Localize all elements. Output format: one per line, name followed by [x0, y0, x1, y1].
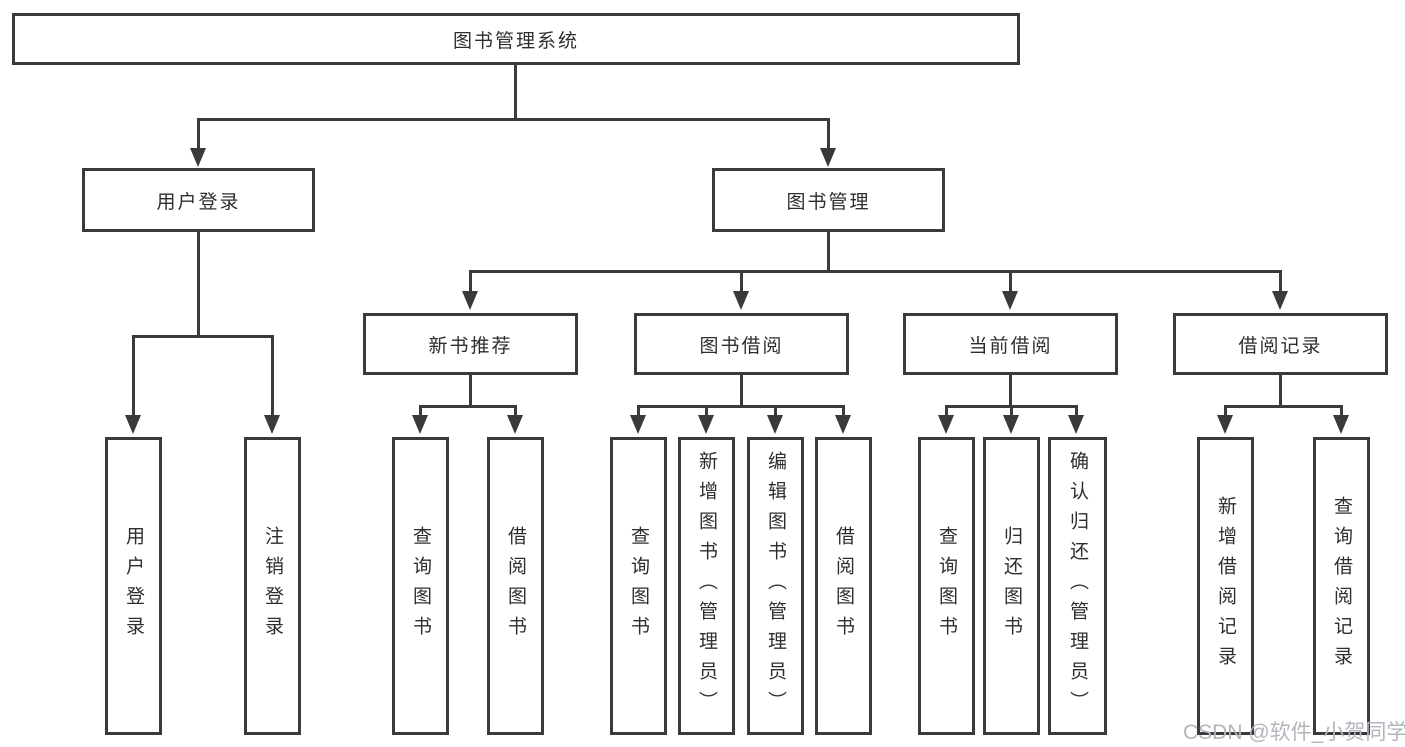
- leaf-borrow-books-recommend: 借阅图书: [487, 437, 544, 735]
- connector-line: [514, 65, 517, 121]
- arrow-down-icon: [698, 415, 714, 434]
- leaf-query-borrow-record: 查询借阅记录: [1313, 437, 1370, 735]
- connector-line: [132, 338, 135, 418]
- node-user-login: 用户登录: [82, 168, 315, 232]
- arrow-down-icon: [1272, 291, 1288, 310]
- connector-line: [1279, 273, 1282, 293]
- csdn-watermark: CSDN @软件_小贺同学: [1183, 721, 1405, 744]
- connector-line: [705, 408, 708, 418]
- arrow-down-icon: [1068, 415, 1084, 434]
- connector-line: [1224, 405, 1343, 408]
- arrow-down-icon: [125, 415, 141, 434]
- leaf-add-book-admin: 新增图书（管理员）: [678, 437, 735, 735]
- connector-line: [774, 408, 777, 418]
- node-book-management: 图书管理: [712, 168, 945, 232]
- connector-line: [469, 270, 1282, 273]
- connector-line: [1010, 408, 1013, 418]
- connector-line: [271, 338, 274, 418]
- leaf-query-books-recommend-label: 查询图书: [410, 526, 431, 646]
- connector-line: [469, 273, 472, 293]
- leaf-query-books-recommend: 查询图书: [392, 437, 449, 735]
- leaf-logout-label: 注销登录: [262, 526, 283, 646]
- connector-line: [197, 121, 200, 150]
- connector-line: [945, 405, 1078, 408]
- connector-line: [827, 232, 830, 273]
- connector-line: [132, 335, 274, 338]
- connector-line: [419, 405, 517, 408]
- connector-line: [740, 273, 743, 293]
- connector-line: [637, 408, 640, 418]
- node-book-management-label: 图书管理: [786, 191, 871, 213]
- leaf-user-login-label: 用户登录: [123, 526, 144, 646]
- node-new-book-recommend-label: 新书推荐: [428, 335, 513, 357]
- node-borrow-records-label: 借阅记录: [1238, 335, 1323, 357]
- node-user-login-label: 用户登录: [156, 191, 241, 213]
- connector-line: [740, 375, 743, 408]
- leaf-add-borrow-record-label: 新增借阅记录: [1215, 496, 1236, 676]
- leaf-user-login: 用户登录: [105, 437, 162, 735]
- connector-line: [197, 232, 200, 338]
- connector-line: [842, 408, 845, 418]
- leaf-return-books-label: 归还图书: [1001, 526, 1022, 646]
- leaf-edit-book-admin: 编辑图书（管理员）: [747, 437, 804, 735]
- node-root-label: 图书管理系统: [452, 30, 579, 52]
- connector-line: [637, 405, 845, 408]
- leaf-logout: 注销登录: [244, 437, 301, 735]
- leaf-add-borrow-record: 新增借阅记录: [1197, 437, 1254, 735]
- arrow-down-icon: [1217, 415, 1233, 434]
- arrow-down-icon: [733, 291, 749, 310]
- connector-line: [945, 408, 948, 418]
- connector-line: [827, 121, 830, 150]
- arrow-down-icon: [507, 415, 523, 434]
- node-borrow-records: 借阅记录: [1173, 313, 1388, 375]
- leaf-query-books-current-label: 查询图书: [936, 526, 957, 646]
- arrow-down-icon: [630, 415, 646, 434]
- leaf-borrow-books-recommend-label: 借阅图书: [505, 526, 526, 646]
- leaf-add-book-admin-label: 新增图书（管理员）: [696, 451, 717, 721]
- arrow-down-icon: [412, 415, 428, 434]
- leaf-query-books-borrow: 查询图书: [610, 437, 667, 735]
- leaf-query-borrow-record-label: 查询借阅记录: [1331, 496, 1352, 676]
- leaf-return-books: 归还图书: [983, 437, 1040, 735]
- leaf-borrow-books-label: 借阅图书: [833, 526, 854, 646]
- connector-line: [1009, 273, 1012, 293]
- arrow-down-icon: [1333, 415, 1349, 434]
- leaf-confirm-return-admin: 确认归还（管理员）: [1048, 437, 1107, 735]
- arrow-down-icon: [190, 148, 206, 167]
- node-new-book-recommend: 新书推荐: [363, 313, 578, 375]
- leaf-query-books-borrow-label: 查询图书: [628, 526, 649, 646]
- leaf-confirm-return-admin-label: 确认归还（管理员）: [1067, 451, 1088, 721]
- node-book-borrow: 图书借阅: [634, 313, 849, 375]
- arrow-down-icon: [264, 415, 280, 434]
- connector-line: [419, 408, 422, 418]
- arrow-down-icon: [820, 148, 836, 167]
- arrow-down-icon: [767, 415, 783, 434]
- node-current-borrow-label: 当前借阅: [968, 335, 1053, 357]
- arrow-down-icon: [938, 415, 954, 434]
- connector-line: [1224, 408, 1227, 418]
- connector-line: [1075, 408, 1078, 418]
- node-current-borrow: 当前借阅: [903, 313, 1118, 375]
- connector-line: [197, 118, 830, 121]
- arrow-down-icon: [835, 415, 851, 434]
- connector-line: [1279, 375, 1282, 408]
- connector-line: [1340, 408, 1343, 418]
- leaf-edit-book-admin-label: 编辑图书（管理员）: [765, 451, 786, 721]
- node-book-borrow-label: 图书借阅: [699, 335, 784, 357]
- connector-line: [514, 408, 517, 418]
- arrow-down-icon: [1002, 291, 1018, 310]
- connector-line: [1009, 375, 1012, 408]
- arrow-down-icon: [1003, 415, 1019, 434]
- node-root: 图书管理系统: [12, 13, 1020, 65]
- leaf-query-books-current: 查询图书: [918, 437, 975, 735]
- leaf-borrow-books: 借阅图书: [815, 437, 872, 735]
- connector-line: [469, 375, 472, 408]
- arrow-down-icon: [462, 291, 478, 310]
